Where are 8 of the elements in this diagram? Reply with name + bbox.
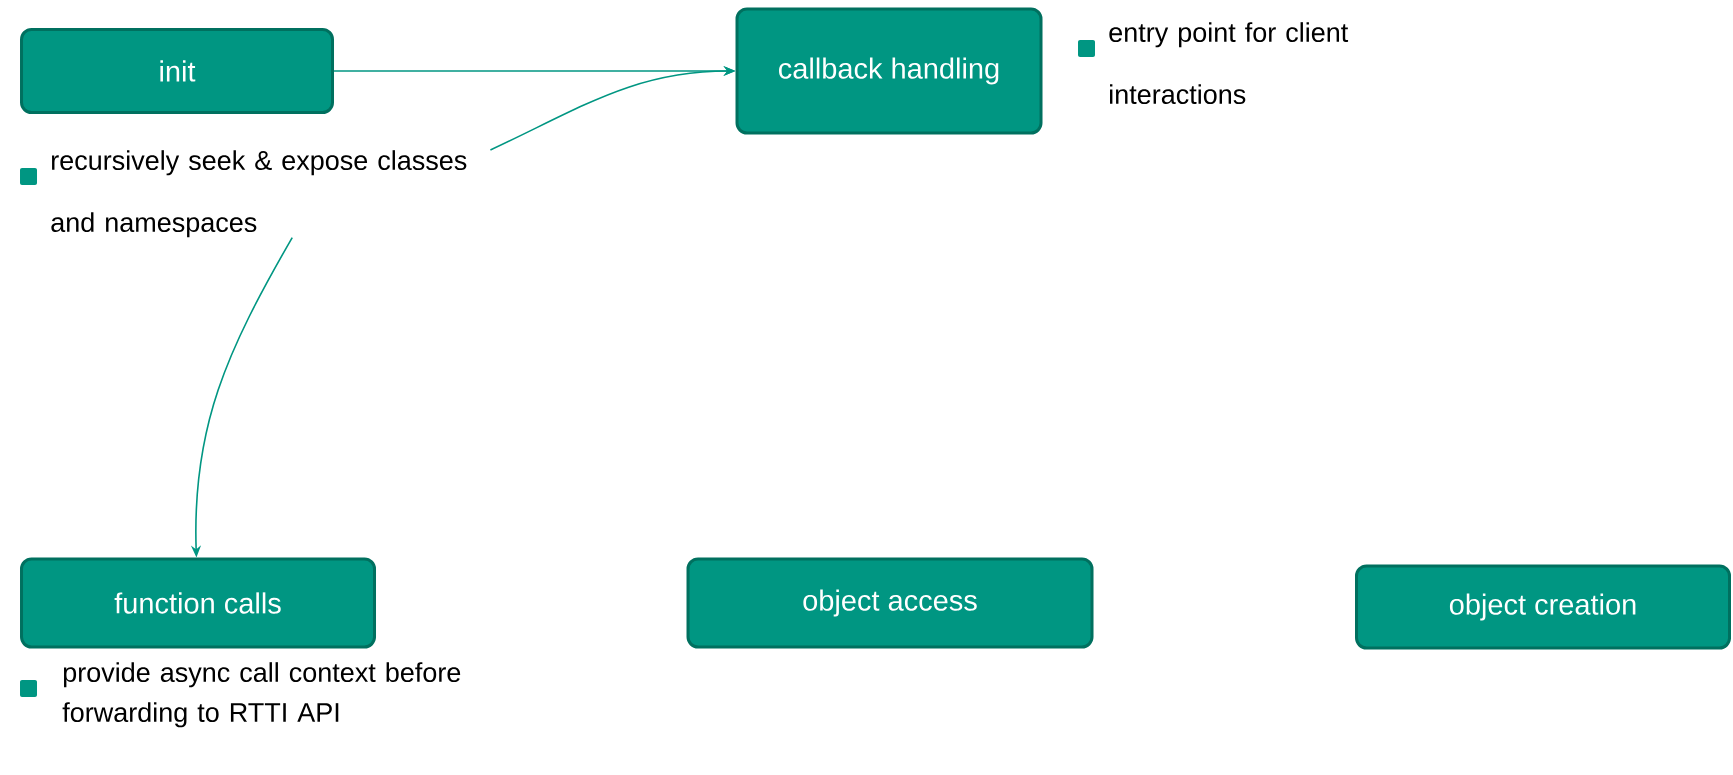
bullet-text: entry point for client interactions (1109, 22, 1349, 104)
process-box: callback handling (735, 7, 1043, 135)
process-box: object creation (1355, 564, 1731, 650)
process-box: object access (686, 557, 1094, 649)
process-box: init (20, 28, 334, 114)
bullet-text: recursively seek & expose classes and namespaces (51, 150, 467, 238)
bullet-text: provide async call context before forwarding to RTTI API (62, 662, 461, 728)
process-box: function calls (20, 557, 376, 649)
